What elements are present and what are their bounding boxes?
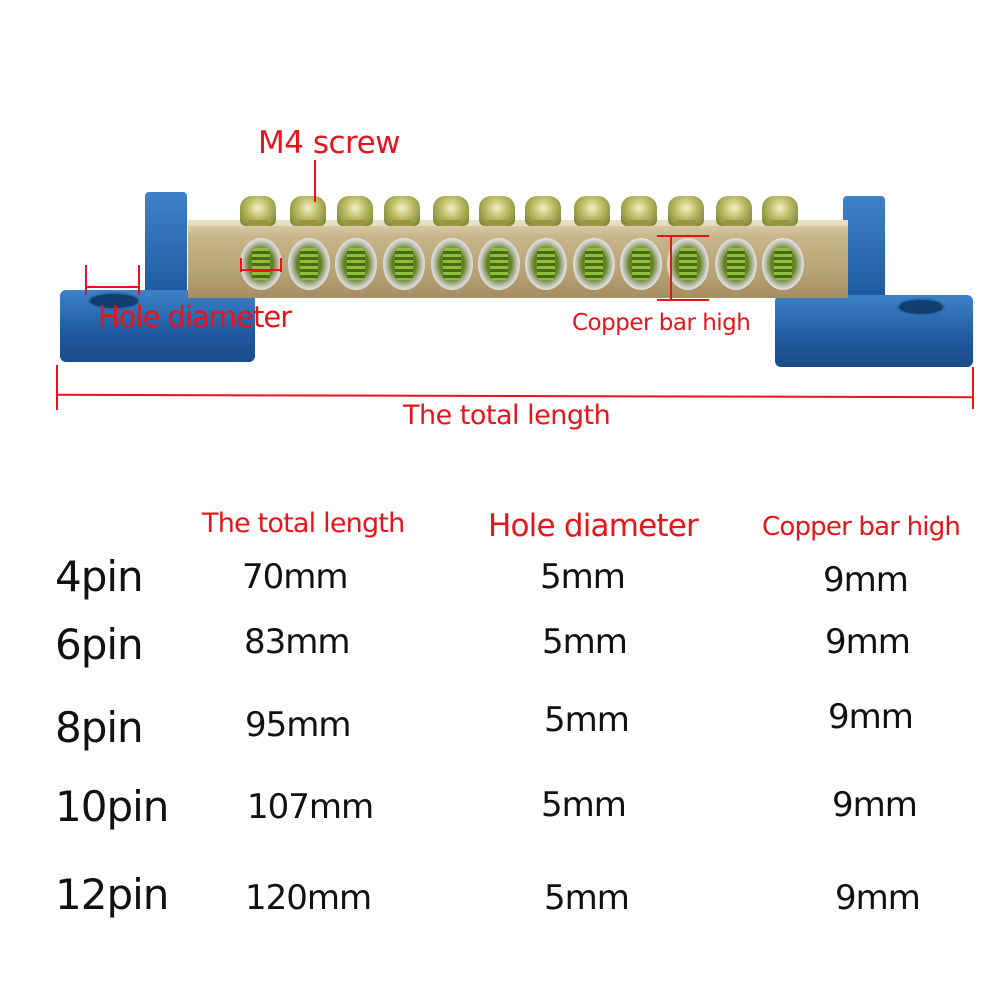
- label-m4-screw: M4 screw: [258, 125, 401, 161]
- row-label-4pin: 4pin: [55, 552, 144, 601]
- bar-height-vertical: [670, 235, 672, 299]
- hole-dim-right-tick: [138, 265, 140, 295]
- terminal-hole: [762, 238, 804, 290]
- terminal-hole: [431, 238, 473, 290]
- cell-12pin-copper-bar-high: 9mm: [835, 878, 921, 918]
- hole-dim-left-tick: [85, 265, 87, 295]
- screw-icon: [384, 196, 420, 226]
- cell-6pin-total-length: 83mm: [244, 622, 351, 662]
- terminal-hole: [715, 238, 757, 290]
- left-mount-hole: [88, 292, 140, 310]
- header-hole-diameter: Hole diameter: [488, 508, 699, 544]
- label-copper-bar-high: Copper bar high: [572, 310, 751, 336]
- screwhole-dim-right-tick: [280, 258, 282, 272]
- bar-height-bottom: [657, 299, 709, 301]
- screw-icon: [525, 196, 561, 226]
- bar-height-top: [657, 235, 709, 237]
- row-label-12pin: 12pin: [55, 870, 169, 919]
- terminal-hole: [288, 238, 330, 290]
- terminal-hole: [525, 238, 567, 290]
- cell-10pin-copper-bar-high: 9mm: [832, 785, 918, 825]
- label-hole-diameter: Hole diameter: [98, 300, 292, 334]
- screwhole-dim-bar: [240, 269, 282, 271]
- row-label-6pin: 6pin: [55, 620, 144, 669]
- screwhole-dim-left-tick: [240, 258, 242, 272]
- screw-icon: [290, 196, 326, 226]
- cell-10pin-total-length: 107mm: [247, 787, 374, 827]
- header-total-length: The total length: [202, 508, 405, 539]
- cell-10pin-hole-diameter: 5mm: [541, 785, 627, 825]
- terminal-hole: [620, 238, 662, 290]
- screw-icon: [433, 196, 469, 226]
- terminal-hole: [335, 238, 377, 290]
- screw-icon: [337, 196, 373, 226]
- screw-icon: [668, 196, 704, 226]
- row-label-10pin: 10pin: [55, 782, 169, 831]
- cell-6pin-hole-diameter: 5mm: [542, 622, 628, 662]
- hole-dim-bar: [85, 286, 140, 288]
- right-mount-hole: [897, 298, 945, 316]
- screw-icon: [621, 196, 657, 226]
- terminal-hole: [383, 238, 425, 290]
- screw-icon: [762, 196, 798, 226]
- m4-pointer-line: [314, 160, 316, 202]
- terminal-hole: [573, 238, 615, 290]
- cell-4pin-hole-diameter: 5mm: [540, 557, 626, 597]
- cell-8pin-total-length: 95mm: [245, 705, 352, 745]
- terminal-hole: [667, 238, 709, 290]
- cell-8pin-hole-diameter: 5mm: [544, 700, 630, 740]
- cell-12pin-total-length: 120mm: [245, 878, 372, 918]
- header-copper-bar-high: Copper bar high: [762, 512, 961, 542]
- cell-4pin-total-length: 70mm: [242, 557, 349, 597]
- screw-icon: [574, 196, 610, 226]
- screw-icon: [716, 196, 752, 226]
- cell-12pin-hole-diameter: 5mm: [544, 878, 630, 918]
- cell-6pin-copper-bar-high: 9mm: [825, 622, 911, 662]
- label-total-length: The total length: [403, 400, 611, 431]
- screw-icon: [479, 196, 515, 226]
- total-length-right-tick: [972, 367, 974, 409]
- cell-8pin-copper-bar-high: 9mm: [828, 697, 914, 737]
- terminal-hole: [240, 238, 282, 290]
- total-length-bar: [55, 393, 975, 399]
- row-label-8pin: 8pin: [55, 703, 144, 752]
- cell-4pin-copper-bar-high: 9mm: [823, 560, 909, 600]
- total-length-left-tick: [56, 365, 58, 410]
- terminal-hole: [478, 238, 520, 290]
- screw-icon: [240, 196, 276, 226]
